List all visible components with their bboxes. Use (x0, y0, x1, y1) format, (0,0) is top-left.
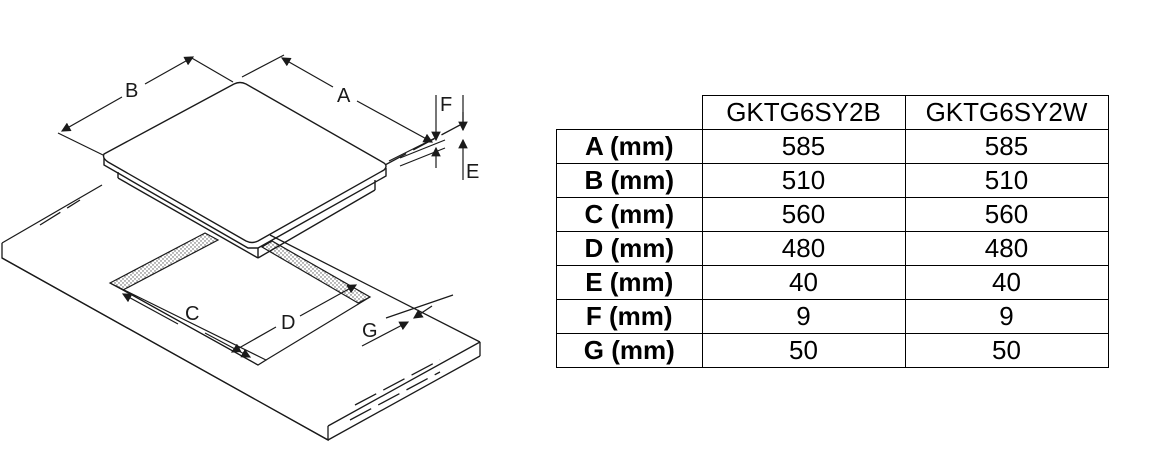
dimension-value: 9 (701, 299, 906, 334)
dimension-value: 510 (904, 163, 1109, 198)
dimension-label-d: D (281, 312, 295, 334)
worktop-cutout (108, 232, 372, 366)
dimension-value: 510 (701, 163, 906, 198)
table-row: A (mm) 585 585 (556, 129, 1109, 164)
dimension-label-g: G (362, 320, 378, 342)
table-row: B (mm) 510 510 (556, 163, 1109, 198)
dimension-name: D (mm) (556, 231, 703, 266)
dimension-g (361, 294, 454, 347)
dimension-value: 50 (701, 333, 906, 368)
dimension-value: 40 (904, 265, 1109, 300)
dimensions-table: GKTG6SY2B GKTG6SY2W A (mm) 585 585 B (mm… (556, 95, 1109, 368)
dimension-name: C (mm) (556, 197, 703, 232)
dimension-value: 585 (701, 129, 906, 164)
table-corner-cell (556, 95, 703, 130)
dimension-name: B (mm) (556, 163, 703, 198)
model-header-1: GKTG6SY2B (701, 95, 906, 130)
model-header-2: GKTG6SY2W (904, 95, 1109, 130)
dimension-value: 560 (904, 197, 1109, 232)
dimension-name: E (mm) (556, 265, 703, 300)
dimension-name: A (mm) (556, 129, 703, 164)
table-row: C (mm) 560 560 (556, 197, 1109, 232)
dimension-value: 480 (701, 231, 906, 266)
dimension-c (121, 293, 252, 358)
dimension-value: 560 (701, 197, 906, 232)
table-row: D (mm) 480 480 (556, 231, 1109, 266)
dimension-f-e (399, 95, 468, 180)
dimension-value: 50 (904, 333, 1109, 368)
dimension-d (230, 284, 358, 353)
table-row: F (mm) 9 9 (556, 299, 1109, 334)
hob-glass (102, 81, 387, 259)
hob-installation-diagram: B A F E C D G (1, 54, 481, 442)
dimension-value: 9 (904, 299, 1109, 334)
dimension-label-f: F (440, 94, 452, 116)
dimension-label-a: A (337, 85, 351, 107)
dimension-label-c: C (185, 303, 199, 325)
worktop (1, 124, 481, 442)
dimension-label-b: B (125, 80, 138, 102)
dimension-b (57, 56, 234, 156)
dimension-name: G (mm) (556, 333, 703, 368)
dimension-value: 480 (904, 231, 1109, 266)
dimension-a (241, 54, 436, 162)
table-row: G (mm) 50 50 (556, 333, 1109, 368)
dimension-name: F (mm) (556, 299, 703, 334)
dimension-value: 585 (904, 129, 1109, 164)
dimension-label-e: E (466, 161, 479, 183)
table-row: E (mm) 40 40 (556, 265, 1109, 300)
dimension-value: 40 (701, 265, 906, 300)
table-header-row: GKTG6SY2B GKTG6SY2W (556, 95, 1109, 130)
